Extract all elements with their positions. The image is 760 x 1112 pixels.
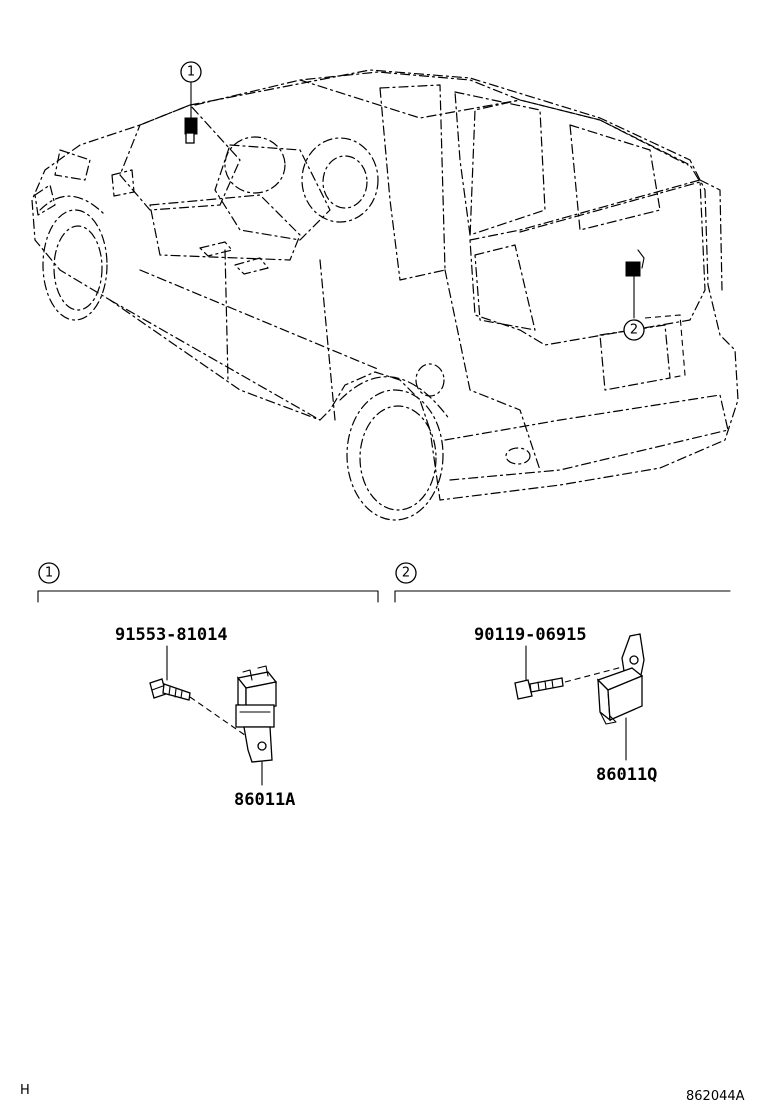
vehicle-component-2-marker [625, 249, 645, 319]
bolt-part-number-2: 90119-06915 [474, 625, 587, 645]
svg-text:2: 2 [402, 566, 410, 581]
diagram-id: 862044A [686, 1089, 745, 1104]
vehicle-component-1-marker [184, 81, 198, 144]
detail-2-assembly: 90119-06915 86011Q [474, 625, 657, 785]
footer-left-code: H [20, 1083, 30, 1098]
relay-module-2 [596, 633, 645, 761]
detail-2-header: 2 [394, 562, 731, 603]
detail-1-assembly: 91553-81014 86011A [115, 625, 295, 810]
vehicle-phantom-illustration [31, 69, 739, 521]
module-part-number-1: 86011A [234, 790, 295, 810]
svg-text:1: 1 [45, 566, 53, 581]
svg-text:1: 1 [187, 65, 195, 80]
detail-1-header: 1 [37, 562, 379, 603]
bolt-2 [514, 677, 564, 700]
bolt-1 [149, 678, 191, 701]
callout-1-vehicle: 1 [180, 61, 202, 83]
relay-module-1 [235, 665, 278, 786]
svg-text:2: 2 [630, 323, 638, 338]
module-part-number-2: 86011Q [596, 765, 657, 785]
callout-2-vehicle: 2 [623, 319, 645, 341]
bolt-part-number-1: 91553-81014 [115, 625, 228, 645]
